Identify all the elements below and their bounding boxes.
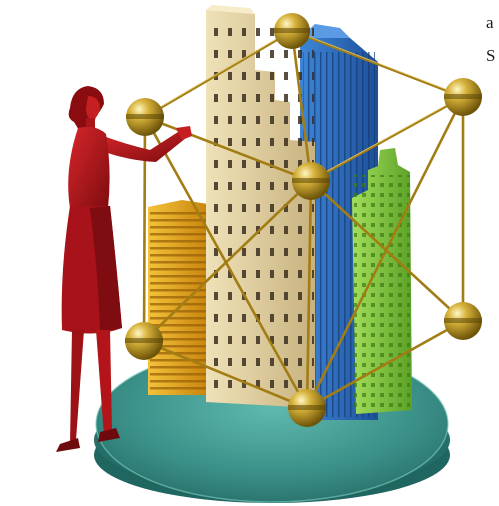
wire-frame-network: [142, 29, 465, 410]
node-sphere: [288, 389, 326, 427]
node-sphere: [126, 98, 164, 136]
node-sphere: [125, 322, 163, 360]
woman-figure: [56, 86, 192, 452]
node-sphere: [292, 162, 330, 200]
text-fragment: S: [486, 46, 496, 65]
node-sphere: [274, 13, 310, 49]
node-sphere: [444, 78, 482, 116]
tower-tan: [206, 5, 315, 408]
text-fragment: a: [486, 13, 494, 32]
node-sphere: [444, 302, 482, 340]
tower-yellow: [148, 200, 208, 395]
network-node-spheres: [125, 13, 482, 427]
tower-green: [352, 148, 412, 414]
